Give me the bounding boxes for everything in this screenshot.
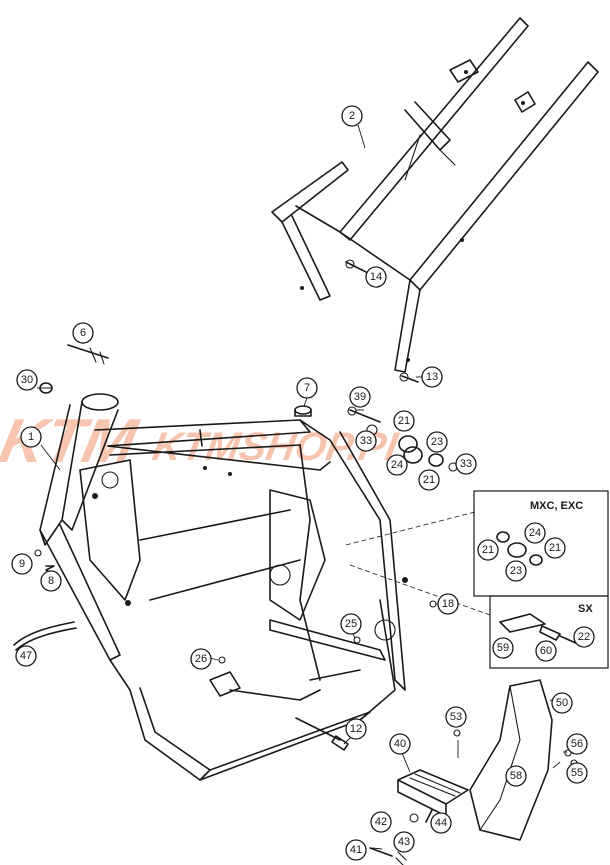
svg-text:18: 18 xyxy=(442,598,454,610)
callout-8: 8 xyxy=(40,570,62,592)
callout-55: 55 xyxy=(566,762,588,784)
svg-text:59: 59 xyxy=(497,642,509,654)
callout-18: 18 xyxy=(437,593,459,615)
svg-text:40: 40 xyxy=(394,738,406,750)
callout-6: 6 xyxy=(72,322,94,344)
callout-41: 41 xyxy=(345,839,367,861)
svg-text:33: 33 xyxy=(360,435,372,447)
callout-58: 58 xyxy=(505,765,527,787)
part-9-nut xyxy=(34,549,42,557)
mxc-exc-label: MXC, EXC xyxy=(530,500,583,512)
bolt-14 xyxy=(345,259,367,273)
callout-42: 42 xyxy=(370,811,392,833)
callout-59: 59 xyxy=(492,637,514,659)
callout-21-b: 21 xyxy=(418,469,440,491)
svg-text:7: 7 xyxy=(304,382,310,394)
svg-text:30: 30 xyxy=(21,374,33,386)
callout-7: 7 xyxy=(296,377,318,399)
callout-53: 53 xyxy=(445,706,467,728)
footpeg-40 xyxy=(397,769,469,817)
svg-text:47: 47 xyxy=(20,650,32,662)
callout-43: 43 xyxy=(393,831,415,853)
svg-text:23: 23 xyxy=(431,436,443,448)
nut-26 xyxy=(218,656,226,664)
callout-1: 1 xyxy=(20,426,42,448)
callout-9: 9 xyxy=(11,553,33,575)
svg-text:8: 8 xyxy=(48,575,54,587)
callout-44: 44 xyxy=(430,812,452,834)
svg-text:21: 21 xyxy=(398,415,410,427)
callout-14: 14 xyxy=(365,266,387,288)
callout-56: 56 xyxy=(566,733,588,755)
svg-text:21: 21 xyxy=(482,544,494,556)
part-6-cable-tie xyxy=(67,344,109,365)
callout-33-a: 33 xyxy=(355,430,377,452)
main-frame xyxy=(39,393,408,781)
bolt-13 xyxy=(399,372,419,383)
callout-26: 26 xyxy=(190,648,212,670)
svg-text:14: 14 xyxy=(370,271,382,283)
sx-label: SX xyxy=(578,603,593,615)
callout-23-b: 23 xyxy=(505,560,527,582)
callout-24-a: 24 xyxy=(386,454,408,476)
leader-to-mxc-box xyxy=(345,511,476,546)
callout-50: 50 xyxy=(551,692,573,714)
svg-text:13: 13 xyxy=(426,371,438,383)
callout-25: 25 xyxy=(340,613,362,635)
nut-25 xyxy=(353,636,361,644)
svg-text:56: 56 xyxy=(571,738,583,750)
callout-22: 22 xyxy=(573,626,595,648)
svg-text:12: 12 xyxy=(350,723,362,735)
svg-text:39: 39 xyxy=(354,391,366,403)
svg-text:22: 22 xyxy=(578,631,590,643)
callout-13: 13 xyxy=(421,366,443,388)
svg-text:25: 25 xyxy=(345,618,357,630)
svg-text:6: 6 xyxy=(80,327,86,339)
svg-text:26: 26 xyxy=(195,653,207,665)
part-47-hose xyxy=(13,621,77,651)
part-7-cap xyxy=(294,405,312,417)
svg-text:2: 2 xyxy=(349,110,355,122)
callout-39: 39 xyxy=(349,386,371,408)
footpeg-parts xyxy=(369,809,433,865)
bolt-12 xyxy=(295,717,349,751)
nut-18 xyxy=(429,600,437,608)
svg-text:42: 42 xyxy=(375,816,387,828)
svg-text:53: 53 xyxy=(450,711,462,723)
svg-text:50: 50 xyxy=(556,697,568,709)
watermark: KTM KTMSHOP.PL xyxy=(0,407,414,476)
callout-2: 2 xyxy=(341,105,363,127)
svg-text:23: 23 xyxy=(510,565,522,577)
callout-33-b: 33 xyxy=(455,453,477,475)
callout-21-d: 21 xyxy=(544,537,566,559)
svg-text:43: 43 xyxy=(398,836,410,848)
leader-lines xyxy=(37,124,567,850)
callout-21-a: 21 xyxy=(393,410,415,432)
svg-text:41: 41 xyxy=(350,844,362,856)
svg-text:60: 60 xyxy=(540,645,552,657)
callout-40: 40 xyxy=(389,733,411,755)
callout-30: 30 xyxy=(16,369,38,391)
rear-subframe xyxy=(271,17,599,373)
callout-23-a: 23 xyxy=(426,431,448,453)
svg-text:24: 24 xyxy=(391,459,403,471)
leader-to-sx-box xyxy=(349,564,491,616)
svg-text:55: 55 xyxy=(571,767,583,779)
svg-text:1: 1 xyxy=(28,431,34,443)
callout-21-c: 21 xyxy=(477,539,499,561)
svg-text:58: 58 xyxy=(510,770,522,782)
callout-60: 60 xyxy=(535,640,557,662)
svg-text:21: 21 xyxy=(423,474,435,486)
svg-text:24: 24 xyxy=(529,527,541,539)
callout-12: 12 xyxy=(345,718,367,740)
pivot-parts xyxy=(347,406,458,472)
svg-text:44: 44 xyxy=(435,817,447,829)
svg-text:9: 9 xyxy=(19,558,25,570)
callout-24-b: 24 xyxy=(524,522,546,544)
svg-text:21: 21 xyxy=(549,542,561,554)
callout-47-bubble: 47 xyxy=(15,645,37,667)
svg-text:33: 33 xyxy=(460,458,472,470)
